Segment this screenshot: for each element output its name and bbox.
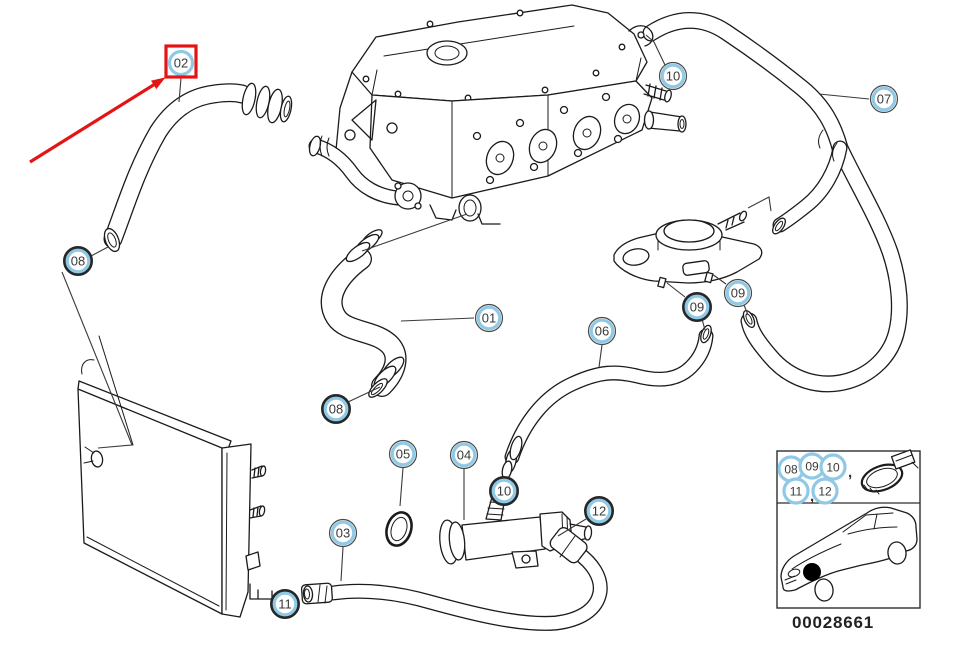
svg-text:11: 11 — [278, 597, 292, 612]
callout-11[interactable]: 11 — [782, 477, 810, 505]
callout-01[interactable]: 01 — [400, 303, 504, 333]
part-number-label: 00028661 — [792, 613, 874, 632]
svg-text:02: 02 — [174, 56, 188, 71]
callout-06[interactable]: 06 — [587, 316, 617, 368]
hose-06-illustration — [501, 324, 714, 480]
inset-separator: , — [848, 464, 852, 481]
hose-07-illustration — [642, 12, 908, 393]
callout-layer: 02 10 07 08 09 09 01 06 08 05 04 10 12 03 11 — [63, 34, 899, 619]
callout-09[interactable]: 09 — [798, 452, 826, 480]
inset-box: 00028661 — [776, 449, 921, 632]
callout-08[interactable]: 08 — [63, 246, 109, 276]
callout-10[interactable]: 10 — [819, 453, 847, 481]
callout-03[interactable]: 03 — [328, 518, 358, 582]
svg-text:08: 08 — [329, 402, 343, 417]
callout-12[interactable]: 12 — [557, 496, 614, 537]
svg-text:03: 03 — [336, 526, 350, 541]
callout-10[interactable]: 10 — [489, 476, 519, 506]
rear-wheel — [887, 541, 907, 565]
callout-02[interactable]: 02 — [167, 49, 195, 103]
svg-text:10: 10 — [497, 484, 511, 499]
svg-text:12: 12 — [592, 504, 606, 519]
callout-04[interactable]: 04 — [449, 440, 479, 521]
callout-08[interactable]: 08 — [321, 386, 381, 424]
svg-text:08: 08 — [784, 463, 798, 477]
svg-text:12: 12 — [818, 485, 832, 499]
svg-text:06: 06 — [595, 324, 609, 339]
svg-text:09: 09 — [731, 286, 745, 301]
callout-11[interactable]: 11 — [270, 589, 300, 619]
hose-01-illustration — [320, 229, 407, 398]
hose-02-illustration — [103, 82, 293, 253]
svg-text:07: 07 — [877, 92, 891, 107]
front-wheel — [814, 578, 834, 602]
callout-12[interactable]: 12 — [811, 477, 839, 505]
o-ring-05-illustration — [385, 511, 413, 547]
water-valve-bracket-illustration — [613, 210, 763, 289]
reference-lines — [61, 196, 772, 449]
hose-03-illustration — [300, 527, 608, 631]
highlight-arrowhead — [151, 77, 166, 90]
callout-05[interactable]: 05 — [388, 439, 418, 507]
radiator-illustration — [77, 335, 273, 618]
svg-text:05: 05 — [396, 447, 410, 462]
svg-text:10: 10 — [826, 461, 840, 475]
callout-10[interactable]: 10 — [645, 34, 688, 91]
svg-text:10: 10 — [666, 69, 680, 84]
svg-text:08: 08 — [71, 254, 85, 269]
inset-separator: , — [810, 488, 814, 505]
svg-text:04: 04 — [457, 448, 471, 463]
part-location-dot — [803, 563, 821, 581]
callout-07[interactable]: 07 — [818, 84, 899, 114]
inset-callout-layer: 08 09 10 11 12,, — [777, 452, 852, 505]
highlight-layer — [29, 44, 198, 164]
engine-illustration — [308, 4, 687, 225]
highlight-box — [164, 44, 198, 79]
svg-text:01: 01 — [482, 311, 496, 326]
svg-text:09: 09 — [690, 300, 704, 315]
svg-text:11: 11 — [790, 485, 803, 499]
callout-09[interactable]: 09 — [723, 278, 753, 316]
hose-clamp-icon — [860, 449, 919, 495]
car-locator-illustration — [780, 506, 918, 602]
callout-09[interactable]: 09 — [682, 292, 712, 331]
highlight-arrow — [29, 81, 158, 164]
svg-text:09: 09 — [805, 460, 819, 474]
